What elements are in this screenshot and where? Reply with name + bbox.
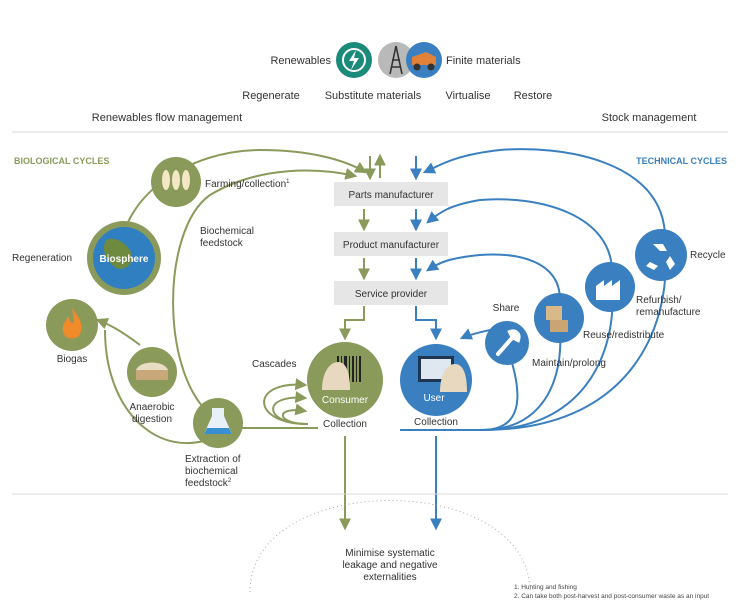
footnote-2: 2. Can take both post-harvest and post-c… bbox=[514, 593, 709, 600]
biogas-node bbox=[46, 299, 98, 351]
wheat-fish-icon bbox=[162, 170, 190, 190]
parts-manufacturer-label: Parts manufacturer bbox=[348, 190, 434, 201]
maintain-label: Maintain/prolong bbox=[532, 358, 606, 369]
finite-materials-label: Finite materials bbox=[446, 55, 521, 67]
collection-left-label: Collection bbox=[323, 419, 367, 430]
renewables-flow-label: Renewables flow management bbox=[92, 112, 242, 124]
factory-icon bbox=[596, 280, 620, 300]
reuse-node bbox=[534, 293, 584, 343]
recycle-node bbox=[635, 229, 687, 281]
cascades-label: Cascades bbox=[252, 359, 296, 370]
mining-truck-icon bbox=[406, 42, 442, 78]
technical-cycles-title: TECHNICAL CYCLES bbox=[636, 156, 727, 166]
farming-label: Farming/collection1 bbox=[205, 179, 290, 190]
consumer-node: Consumer bbox=[307, 342, 383, 418]
biogas-label: Biogas bbox=[57, 354, 88, 365]
service-provider-label: Service provider bbox=[355, 289, 428, 300]
refurbish-node bbox=[585, 262, 635, 312]
recycle-label: Recycle bbox=[690, 250, 726, 261]
product-manufacturer-label: Product manufacturer bbox=[343, 240, 440, 251]
flask-icon bbox=[204, 408, 232, 434]
soil-layers-icon bbox=[136, 362, 168, 380]
leakage-dotted-arc bbox=[249, 500, 531, 593]
substitute-materials-label: Substitute materials bbox=[325, 90, 422, 102]
anaerobic-node bbox=[127, 347, 177, 397]
regeneration-label: Regeneration bbox=[12, 253, 72, 264]
consumer-label: Consumer bbox=[322, 395, 369, 406]
virtualise-label: Virtualise bbox=[445, 90, 490, 102]
farming-node bbox=[151, 157, 201, 207]
parts-manufacturer-box: Parts manufacturer bbox=[334, 182, 448, 206]
boxes-icon bbox=[546, 306, 568, 332]
renewables-icon bbox=[336, 42, 372, 78]
user-label: User bbox=[423, 393, 445, 404]
collection-right-label: Collection bbox=[414, 417, 458, 428]
service-provider-box: Service provider bbox=[334, 281, 448, 305]
refurbish-label: Refurbish/remanufacture bbox=[636, 295, 701, 318]
product-manufacturer-box: Product manufacturer bbox=[334, 232, 448, 256]
share-node bbox=[485, 321, 529, 365]
restore-label: Restore bbox=[514, 90, 553, 102]
user-person-icon bbox=[440, 364, 467, 392]
recycle-icon bbox=[646, 244, 675, 270]
consumer-person-icon bbox=[322, 362, 350, 390]
biosphere-label: Biosphere bbox=[100, 254, 149, 265]
flame-icon bbox=[62, 308, 82, 339]
footnote-1: 1. Hunting and fishing bbox=[514, 584, 577, 591]
renewables-label: Renewables bbox=[270, 55, 331, 67]
biosphere-node: Biosphere bbox=[87, 221, 161, 295]
user-node: User bbox=[400, 344, 472, 416]
reuse-label: Reuse/redistribute bbox=[583, 330, 665, 341]
extraction-node bbox=[193, 398, 243, 448]
oil-derrick-icon bbox=[378, 42, 414, 78]
biological-cycles-title: BIOLOGICAL CYCLES bbox=[14, 156, 109, 166]
regenerate-label: Regenerate bbox=[242, 90, 300, 102]
share-label: Share bbox=[493, 303, 520, 314]
biological-flow-lines bbox=[95, 148, 386, 531]
stock-management-label: Stock management bbox=[602, 112, 697, 124]
header: Renewables Finite materials Regenerate S… bbox=[12, 42, 728, 133]
wrench-icon bbox=[496, 329, 521, 356]
